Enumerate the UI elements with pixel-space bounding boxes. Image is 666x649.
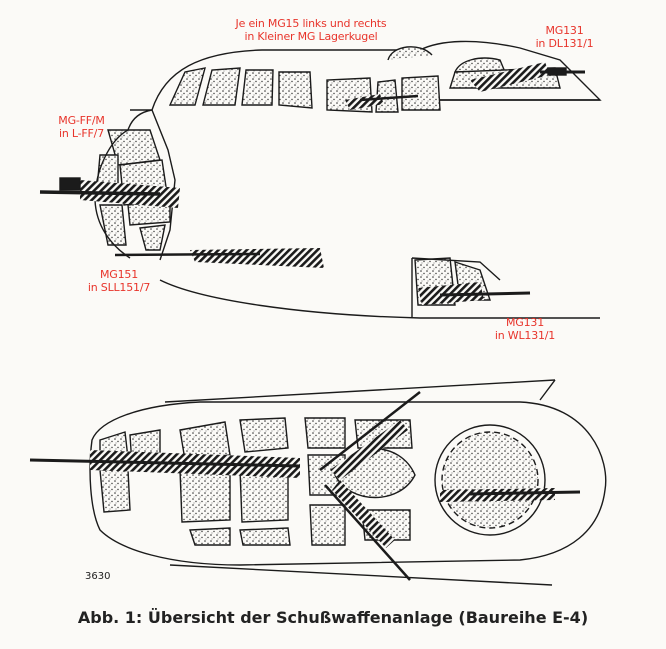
- label-mgff: MG-FF/M in L-FF/7: [44, 114, 119, 140]
- label-mg15: Je ein MG15 links und rechts in Kleiner …: [226, 17, 396, 43]
- label-mg131-bottom: MG131 in WL131/1: [485, 316, 565, 342]
- mg131-top-hatch: [470, 62, 550, 92]
- diagonal-gun-1: [319, 391, 421, 471]
- label-mg151-line1: MG151: [99, 268, 138, 281]
- label-mg151: MG151 in SLL151/7: [74, 268, 164, 294]
- top-view: [29, 379, 607, 586]
- label-mg131-top-line2: in DL131/1: [535, 37, 594, 50]
- nose-upper: [127, 109, 153, 131]
- label-mg15-line1: Je ein MG15 links und rechts: [235, 17, 387, 30]
- figure-caption: Abb. 1: Übersicht der Schußwaffenanlage …: [77, 608, 589, 627]
- label-mg131-top: MG131 in DL131/1: [527, 24, 602, 50]
- diagonal-gun-2: [324, 484, 411, 581]
- label-mg151-line2: in SLL151/7: [87, 281, 151, 294]
- label-mgff-line2: in L-FF/7: [59, 127, 104, 140]
- reference-number: 3630: [85, 571, 111, 582]
- label-mgff-line1: MG-FF/M: [58, 114, 105, 127]
- label-mg131-top-line1: MG131: [545, 24, 584, 37]
- mg151-hatch: [190, 248, 324, 268]
- label-mg15-line2: in Kleiner MG Lagerkugel: [244, 30, 378, 43]
- top-glazing: [99, 417, 416, 546]
- dorsal-turret: [434, 424, 546, 536]
- label-mg131-bottom-line1: MG131: [505, 316, 544, 329]
- upper-cupola: [387, 46, 433, 61]
- mgff-barrel: [39, 190, 161, 196]
- top-view-outline: [89, 401, 607, 566]
- label-mg131-bottom-line2: in WL131/1: [494, 329, 556, 342]
- mg151-barrel: [114, 252, 261, 257]
- side-view: [39, 40, 602, 319]
- lower-fuselage: [159, 279, 600, 319]
